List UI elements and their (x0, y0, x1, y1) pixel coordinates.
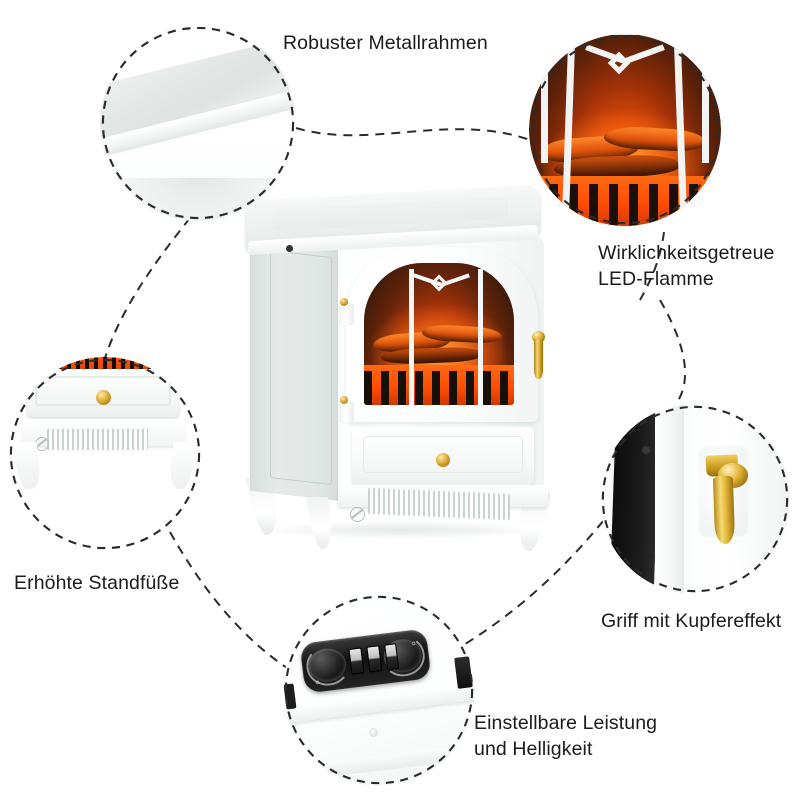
product-grate-bars (364, 370, 514, 405)
product-hinge-pin-lower (340, 396, 348, 404)
power-rocker-switch-2[interactable] (366, 645, 383, 673)
callout-label-led-flame: Wirklichkeitsgetreue LED-Flamme (598, 242, 775, 290)
product-glass-door[interactable] (338, 247, 545, 423)
product-flame-window (364, 263, 514, 405)
callout-label-copper-handle: Griff mit Kupfereffekt (601, 610, 782, 632)
product-door-handle[interactable] (534, 339, 543, 379)
callout-led-photo (529, 34, 721, 226)
callout-circle-control-panel: ☼ ☼ (283, 594, 475, 786)
handle-door-frame (655, 404, 686, 594)
connector-power-to-handle (451, 519, 605, 653)
product-door-hinge-upper (338, 298, 354, 325)
callout-circle-led-flame (529, 34, 721, 226)
no-cover-warning-icon (350, 507, 365, 522)
callout-power-photo: ☼ ☼ (283, 594, 475, 786)
callout-frame-photo (100, 25, 296, 221)
heat-icon: ☼ (410, 639, 418, 648)
product-door-hinge-lower (338, 396, 354, 423)
product-side-panel-inset (270, 250, 332, 486)
callout-label-metal-frame: Robuster Metallrahmen (283, 32, 488, 54)
feet-vent-grille (46, 428, 148, 451)
brightness-icon: ☼ (314, 678, 322, 687)
product-hinge-pin-upper (340, 298, 348, 306)
callout-label-control-panel: Einstellbare Leistung und Helligkeit (474, 712, 658, 760)
frame-body-shadow (100, 177, 296, 221)
callout-circle-metal-frame (100, 25, 296, 221)
callout-handle-photo (600, 404, 790, 594)
callout-feet-photo (8, 357, 202, 551)
connector-frame-to-led (295, 127, 531, 141)
product-lower-drawer[interactable] (352, 427, 534, 485)
feet-drawer-knob (96, 389, 112, 405)
product-window-mullion-left (409, 268, 414, 405)
product-ground-shadow (262, 521, 542, 539)
callout-label-raised-feet: Erhöhte Standfüße (14, 572, 180, 594)
connector-led-to-handle (659, 299, 686, 405)
feet-top-grate-bars (48, 357, 154, 369)
product-side-screw (286, 245, 293, 252)
feet-foot-right (164, 442, 200, 489)
power-rocker-switch-1[interactable] (348, 647, 365, 675)
handle-brass-grip (712, 475, 736, 545)
led-grate-bars (529, 183, 721, 226)
connector-led-label (639, 231, 665, 301)
product-image-electric-stove (242, 184, 558, 555)
handle-glass-screw (641, 445, 650, 454)
connector-frame-to-feet (104, 217, 191, 359)
product-top-cap-face (272, 196, 508, 232)
handle-dark-glass (609, 404, 661, 594)
product-lower-vent-grille (368, 487, 510, 521)
product-log-set (370, 324, 508, 370)
product-side-panel (250, 235, 342, 502)
callout-circle-raised-feet (8, 357, 202, 551)
callout-circle-copper-handle (600, 404, 790, 594)
product-window-mullion-right (478, 268, 483, 405)
product-drawer-knob[interactable] (436, 452, 450, 467)
feet-drawer (27, 368, 179, 418)
